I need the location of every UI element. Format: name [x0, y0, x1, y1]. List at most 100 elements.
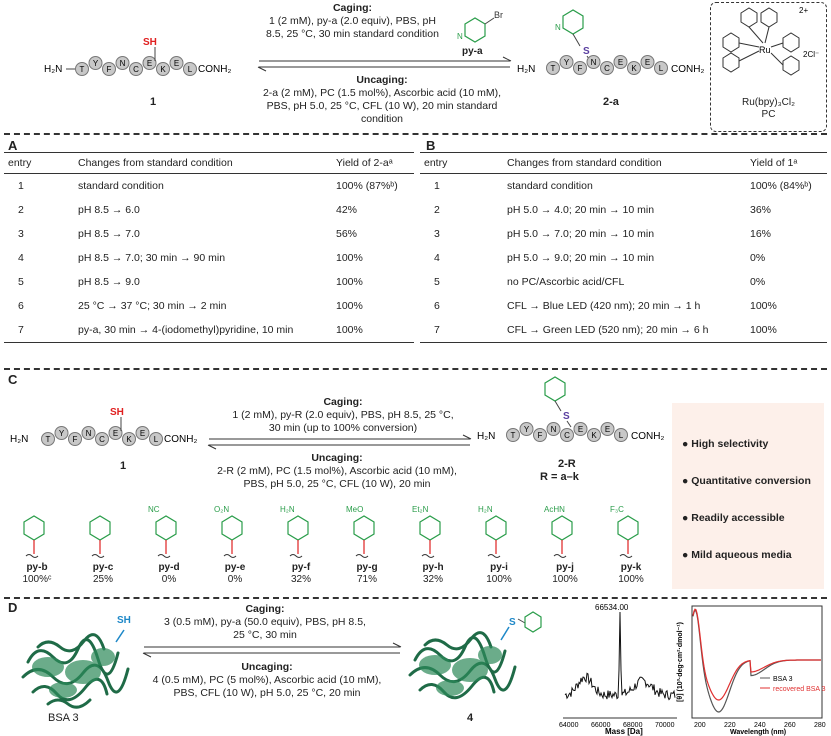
reagent-name: py-i [490, 562, 508, 573]
uncaging-text: 2-R (2 mM), PC (1.5 mol%), Ascorbic acid… [217, 465, 457, 490]
substituent-label: H₂N [478, 505, 493, 514]
cd-tick-label: 240 [754, 722, 766, 729]
residue-L [654, 61, 668, 75]
uncaging-text: 4 (0.5 mM), PC (5 mol%), Ascorbic acid (… [152, 674, 382, 699]
entry-cell: 6 [18, 300, 24, 312]
caging-title: Caging: [332, 2, 373, 14]
yield-cell: 36% [750, 204, 772, 216]
residue-letter: E [618, 58, 623, 67]
reagent-yield: 0% [227, 574, 243, 585]
bsa-protein-image [21, 629, 130, 709]
residue-T [546, 61, 560, 75]
residue-letter: E [578, 425, 583, 434]
uncaging-title: Uncaging: [241, 661, 293, 673]
reagent-yield: 100%ᶜ [22, 574, 52, 585]
yield-cell: 42% [336, 204, 358, 216]
residue-letter: C [133, 65, 139, 74]
conh2-label: CONH₂ [671, 64, 704, 75]
residue-letter: N [551, 425, 557, 434]
py-a-label: py-a [462, 46, 483, 57]
legend-item: BSA 3 [773, 676, 793, 683]
equilibrium-arrow [142, 642, 402, 658]
residue-Y [54, 426, 69, 440]
residue-C [600, 61, 614, 75]
changes-cell: pH 5.0 → 4.0; 20 min → 10 min [507, 204, 655, 216]
residue-L [614, 428, 628, 442]
compound-2r-label: 2-R [558, 458, 576, 470]
caging-title: Caging: [245, 603, 285, 615]
residue-T [75, 62, 89, 76]
feature-item: ● Mild aqueous media [682, 549, 792, 561]
panel-d-label: D [8, 600, 18, 615]
changes-cell: 25 °C → 37 °C; 30 min → 2 min [78, 300, 227, 312]
compound-1-label: 1 [150, 96, 157, 108]
s-label: S [563, 411, 570, 422]
features-box: ● High selectivity● Quantitative convers… [672, 403, 824, 589]
residue-letter: L [188, 65, 193, 74]
h2n-label: H₂N [10, 434, 28, 445]
reagent-yield: 25% [92, 574, 113, 585]
s-label: S [583, 46, 590, 57]
uncaging-text: 2-a (2 mM), PC (1.5 mol%), Ascorbic acid… [262, 87, 502, 125]
changes-cell: standard condition [78, 180, 164, 192]
entry-cell: 3 [18, 228, 24, 240]
changes-cell: pH 8.5 → 9.0 [78, 276, 140, 288]
yield-cell: 100% (84%ᵇ) [750, 180, 812, 192]
entry-cell: 2 [18, 204, 24, 216]
yield-cell: 100% [750, 300, 777, 312]
cd-tick-label: 200 [694, 722, 706, 729]
residue-letter: K [591, 431, 597, 440]
entry-cell: 6 [434, 300, 440, 312]
entry-cell: 7 [4, 318, 74, 343]
py-a-structure: Br N [457, 10, 503, 43]
yield-cell: 16% [750, 228, 772, 240]
reagent-yield: 32% [290, 574, 311, 585]
residue-letter: E [605, 425, 610, 434]
yield-cell: 100% [746, 318, 827, 343]
residue-C [129, 62, 143, 76]
pyridine-icon [23, 515, 45, 558]
residue-Y [559, 55, 574, 69]
residue-N [81, 426, 96, 440]
residue-letter: Y [93, 59, 99, 68]
residue-letter: Y [524, 425, 530, 434]
yield-cell: 0% [750, 276, 766, 288]
changes-cell: pH 5.0 → 7.0; 20 min → 10 min [507, 228, 655, 240]
reagent-yield: 100% [486, 574, 512, 585]
residue-letter: E [645, 58, 650, 67]
bsa-label: BSA 3 [48, 712, 79, 724]
changes-cell: pH 5.0 → 9.0; 20 min → 10 min [507, 252, 655, 264]
residue-L [149, 432, 163, 446]
entry-cell: 4 [18, 252, 24, 264]
residue-letter: E [140, 429, 145, 438]
reagent-yield: 100% [552, 574, 578, 585]
uncaging-title: Uncaging: [356, 74, 408, 86]
pyridine-icon: O₂N [214, 505, 243, 558]
residue-F [68, 432, 82, 446]
residue-letter: K [631, 64, 637, 73]
caging-conditions: Caging: 3 (0.5 mM), py-a (50.0 equiv), P… [160, 603, 370, 642]
ru-counterion: 2Cl⁻ [803, 50, 819, 59]
residue-letter: F [107, 65, 112, 74]
residue-letter: N [591, 58, 597, 67]
pyridine-icon: H₂N [280, 505, 309, 558]
residue-E [600, 422, 615, 436]
yield-cell: 100% [336, 276, 363, 288]
reagent-yield: 71% [356, 574, 377, 585]
residue-letter: K [126, 435, 132, 444]
residue-F [102, 62, 116, 76]
